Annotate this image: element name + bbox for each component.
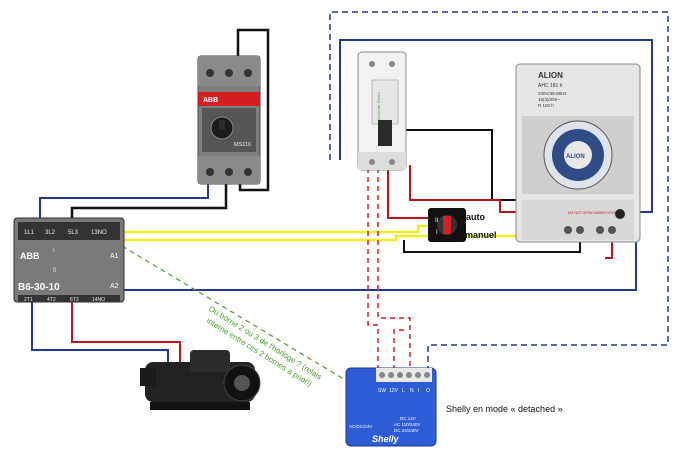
dashed-red-wire-1 bbox=[367, 168, 379, 370]
yellow-wire-a1-timer bbox=[120, 234, 568, 242]
contactor: 1L1 3L2 5L3 13NO ABB I 0 A1 B6-30-10 A2 … bbox=[13, 217, 125, 303]
shelly-spec-2: AC 110/240V bbox=[394, 422, 420, 427]
contactor-terminal-1l1: 1L1 bbox=[24, 230, 35, 236]
shelly-terminal-sw: SW bbox=[378, 388, 386, 394]
shelly-module: SW 12V L N I O AC/DC/24V DC 12V AC 110/2… bbox=[345, 367, 437, 447]
circuit-breaker: Schneider Electric bbox=[357, 51, 407, 171]
selector-position-ii: II bbox=[435, 218, 439, 224]
blue-wire-ms116-contactor bbox=[39, 182, 209, 225]
timer-spec-3: R 100 h bbox=[538, 103, 554, 108]
blue-wire-contactor-pump bbox=[31, 300, 169, 370]
red-wire-contactor-pump bbox=[71, 300, 181, 362]
contactor-terminal-5l3: 5L3 bbox=[68, 230, 79, 236]
ms116-brand: ABB bbox=[203, 97, 218, 104]
timer-model: AHC 181 h bbox=[538, 83, 563, 89]
shelly-terminal-12v: 12V bbox=[389, 388, 399, 394]
contactor-terminal-2t1: 2T1 bbox=[24, 297, 33, 303]
ms116-model: MS116 bbox=[234, 142, 251, 148]
shelly-mode-label: Shelly en mode « detached » bbox=[446, 404, 563, 414]
dashed-red-wire-3 bbox=[393, 329, 405, 370]
timer-spec-2: 16(4)/250~ bbox=[538, 97, 560, 102]
contactor-terminal-3l2: 3L2 bbox=[45, 230, 56, 236]
selector-label-auto: auto bbox=[466, 212, 486, 222]
black-wire-ms116-contactor bbox=[70, 180, 228, 225]
black-wire-breaker-timer bbox=[399, 129, 520, 201]
dashed-blue-wire bbox=[329, 11, 669, 372]
contactor-switch-i: I bbox=[53, 248, 55, 254]
contactor-a2-label: A2 bbox=[110, 283, 119, 290]
contactor-terminal-13no: 13NO bbox=[91, 230, 107, 236]
blue-wire-timer-breaker bbox=[339, 39, 653, 213]
selector-switch[interactable]: II I bbox=[428, 208, 466, 242]
shelly-power-left: AC/DC/24V bbox=[349, 424, 372, 429]
shelly-spec-3: DC 24/240V bbox=[394, 428, 419, 433]
breaker-brand: Schneider Electric bbox=[377, 92, 381, 120]
timer-bottom-label: DO NOT OPEN UNDER VOLTAGE bbox=[568, 211, 624, 215]
contactor-brand: ABB bbox=[20, 251, 40, 261]
contactor-a1-label: A1 bbox=[110, 253, 119, 260]
pump-icon bbox=[140, 350, 261, 410]
shelly-spec-1: DC 12V bbox=[400, 416, 416, 421]
yellow-wire-a1-selector bbox=[120, 224, 432, 234]
contactor-switch-0: 0 bbox=[53, 268, 57, 274]
black-wire-ms116-top bbox=[236, 28, 270, 192]
contactor-terminal-14no: 14NO bbox=[92, 297, 105, 303]
shelly-terminal-i: I bbox=[418, 388, 419, 394]
selector-position-i: I bbox=[436, 230, 438, 236]
shelly-terminal-n: N bbox=[410, 388, 414, 394]
motor-breaker: ABB MS116 bbox=[197, 55, 261, 185]
red-wire-breaker-selector bbox=[387, 165, 430, 219]
timer-brand: ALION bbox=[538, 71, 563, 80]
shelly-brand: Shelly bbox=[372, 434, 400, 444]
contactor-terminal-4t2: 4T2 bbox=[47, 297, 56, 303]
shelly-terminal-l: L bbox=[402, 388, 405, 394]
dashed-red-wire-2 bbox=[377, 168, 411, 370]
shelly-terminal-o: O bbox=[426, 388, 430, 394]
contactor-terminal-6t3: 6T3 bbox=[70, 297, 79, 303]
black-wire-selector-timer bbox=[403, 235, 581, 253]
red-wire-timer-right bbox=[605, 235, 613, 259]
timer-spec-1: 230V/45-60Hz bbox=[538, 91, 568, 96]
dashed-green-wire bbox=[121, 245, 363, 391]
selector-label-manual: manuel bbox=[465, 230, 497, 240]
breaker-toggle[interactable] bbox=[378, 120, 392, 146]
blue-wire-a2-timer bbox=[118, 235, 637, 291]
timer: ALION AHC 181 h 230V/45-60Hz 16(4)/250~ … bbox=[515, 63, 641, 243]
timer-dial-label: ALION bbox=[566, 154, 585, 160]
contactor-model: B6-30-10 bbox=[18, 282, 60, 293]
